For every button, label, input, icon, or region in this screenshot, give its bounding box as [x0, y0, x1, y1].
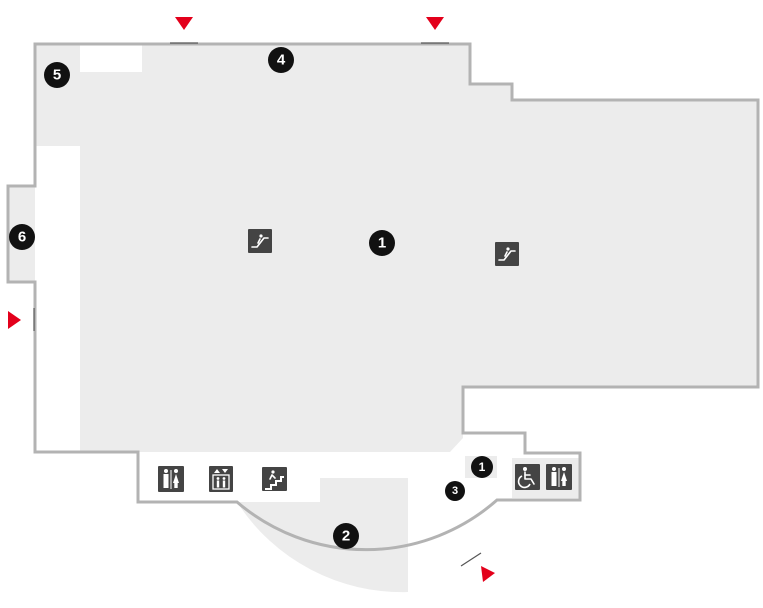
walls — [6, 42, 760, 552]
outer-wall — [6, 42, 760, 552]
marker-area-1[interactable]: 1 — [369, 230, 395, 256]
corridor-area-5[interactable] — [35, 44, 80, 146]
escalator-icon[interactable] — [495, 242, 519, 266]
wheelchair-icon[interactable] — [515, 464, 540, 490]
marker-area-2[interactable]: 2 — [333, 523, 359, 549]
doors — [33, 42, 482, 567]
entrance-arrow-bottom-right[interactable] — [481, 566, 495, 582]
entrance-arrow-top-left[interactable] — [175, 17, 193, 30]
marker-label: 4 — [277, 52, 286, 69]
floor-areas — [8, 44, 758, 593]
entrances — [8, 17, 495, 582]
marker-label: 1 — [378, 235, 386, 252]
marker-area-6[interactable]: 6 — [9, 224, 35, 250]
marker-label: 6 — [18, 229, 26, 246]
stairs-icon[interactable] — [262, 467, 287, 491]
marker-label: 5 — [53, 67, 61, 84]
escalator-icon[interactable] — [248, 229, 272, 253]
marker-area-4[interactable]: 4 — [268, 47, 294, 73]
restroom-icon[interactable] — [158, 466, 184, 492]
restroom-icon[interactable] — [546, 464, 572, 490]
entrance-arrow-left[interactable] — [8, 311, 21, 329]
main-hall-area[interactable] — [80, 44, 758, 452]
entrance-hall-area-2[interactable] — [237, 478, 408, 593]
entrance-arrow-top-right[interactable] — [426, 17, 444, 30]
top-strip-right[interactable] — [345, 44, 400, 72]
area-markers: 1 1 2 3 4 5 6 — [9, 47, 493, 549]
marker-area-1-small[interactable]: 1 — [471, 456, 493, 478]
marker-label: 1 — [479, 460, 486, 474]
facility-icons — [158, 229, 572, 492]
marker-area-5[interactable]: 5 — [44, 62, 70, 88]
elevator-icon[interactable] — [209, 466, 233, 492]
marker-label: 3 — [452, 485, 458, 497]
door-bottom-right — [460, 552, 482, 567]
marker-label: 2 — [342, 528, 350, 545]
marker-area-3[interactable]: 3 — [445, 481, 465, 501]
